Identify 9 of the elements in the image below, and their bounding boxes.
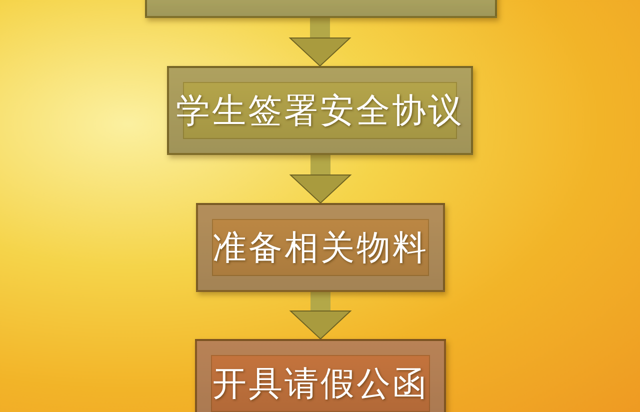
step-label: 学生签署安全协议 (176, 90, 464, 132)
down-arrow (290, 292, 351, 340)
process-box (196, 203, 445, 292)
process-box (195, 339, 446, 412)
step-label: 开具请假公函 (212, 362, 428, 406)
down-arrow (290, 155, 351, 204)
down-arrow (290, 18, 350, 66)
step-label: 准备相关物料 (212, 226, 428, 270)
process-box (167, 66, 473, 155)
